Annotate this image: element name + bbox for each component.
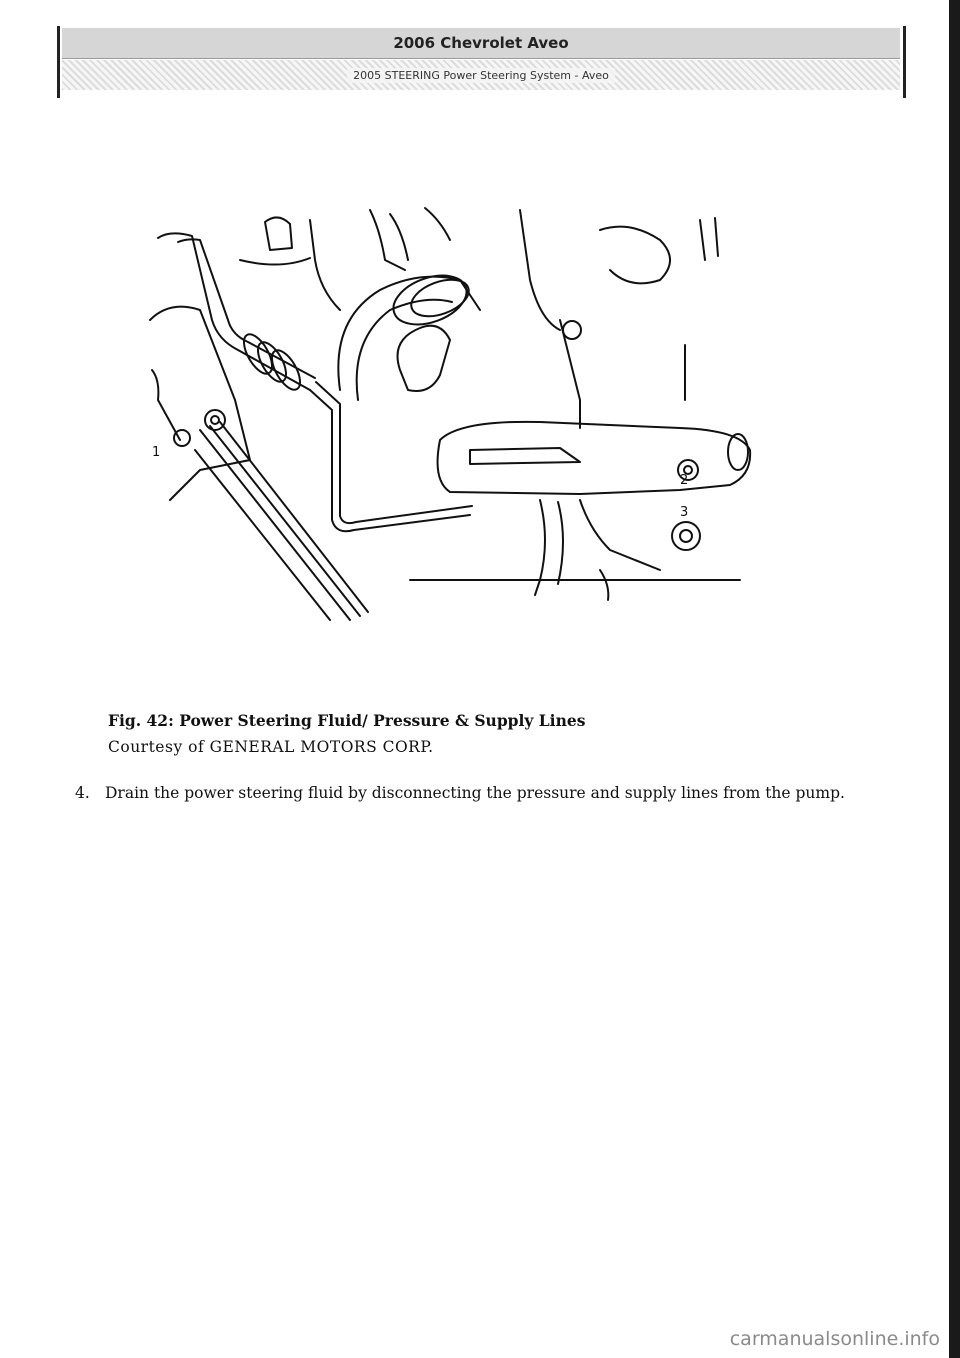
header-title: 2006 Chevrolet Aveo xyxy=(62,28,900,59)
figure-caption-credit: Courtesy of GENERAL MOTORS CORP. xyxy=(108,738,434,756)
step-text: Drain the power steering fluid by discon… xyxy=(105,784,845,802)
pump-bolt-1 xyxy=(677,459,699,481)
pump-body xyxy=(436,420,752,495)
supply-hose-lower xyxy=(534,499,546,596)
hose-clamp-large xyxy=(392,274,468,326)
hose-end xyxy=(396,324,451,392)
pressure-line xyxy=(309,389,471,533)
supply-line-1 xyxy=(199,429,351,621)
header-subtitle: 2005 STEERING Power Steering System - Av… xyxy=(347,67,615,83)
mount-bolt xyxy=(562,320,582,340)
callout-3: 3 xyxy=(680,505,688,520)
bolt-left-1 xyxy=(204,409,226,431)
callout-2: 2 xyxy=(680,473,688,488)
reservoir xyxy=(599,225,671,285)
page-right-edge xyxy=(949,0,960,1358)
header-left-rule xyxy=(57,26,60,98)
intake-hose xyxy=(337,275,481,391)
callout-1: 1 xyxy=(152,445,160,460)
bolt-left-2 xyxy=(173,429,191,447)
header-subtitle-bar: 2005 STEERING Power Steering System - Av… xyxy=(62,60,900,90)
figure-caption: Fig. 42: Power Steering Fluid/ Pressure … xyxy=(108,708,585,760)
procedure-step: 4. Drain the power steering fluid by dis… xyxy=(75,778,905,808)
hose-clamp-1 xyxy=(243,333,273,375)
pressure-hose-upper xyxy=(157,232,311,391)
header-right-rule xyxy=(903,26,906,98)
figure-caption-title: Fig. 42: Power Steering Fluid/ Pressure … xyxy=(108,711,586,730)
step-number: 4. xyxy=(75,784,90,802)
watermark: carmanualsonline.info xyxy=(729,1328,940,1350)
pump-pulley-bolt xyxy=(671,521,701,551)
bolt-top xyxy=(264,216,293,251)
figure-42-illustration: 1 2 3 xyxy=(140,200,760,630)
